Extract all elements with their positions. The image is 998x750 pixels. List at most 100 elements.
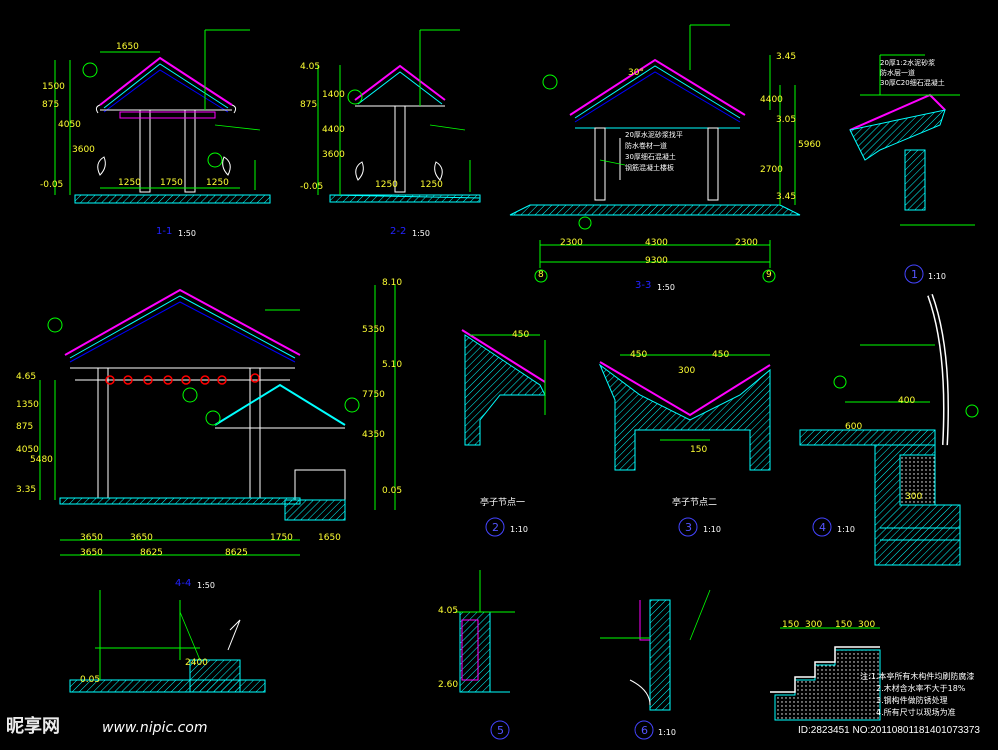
detail-2-scale: 1:10	[510, 525, 528, 534]
s3-note-1: 20厚水泥砂浆找平	[625, 131, 683, 139]
dim-s1-l4: 3600	[72, 145, 95, 155]
section-scale-2-2: 1:50	[412, 229, 430, 238]
dim-s3-axis-9: 9	[766, 270, 772, 280]
dim-s4-l4: 4050	[16, 445, 39, 455]
watermark-brand: 昵享网	[6, 716, 60, 737]
dim-d7-4: 300	[858, 620, 876, 630]
callout-1-s1	[82, 62, 98, 78]
dim-d3-4: 150	[690, 445, 708, 455]
dim-s3-b2: 4300	[645, 238, 668, 248]
dim-s2-l2: 1400	[322, 90, 345, 100]
s3-note-2: 防水卷材一道	[625, 142, 667, 150]
callout-1-s4	[47, 317, 63, 333]
lanterns	[105, 373, 260, 385]
dim-s4-l3: 875	[16, 422, 34, 432]
dim-s1-l2: 875	[42, 100, 60, 110]
section-2-2	[317, 29, 481, 203]
detail-6	[600, 599, 671, 711]
leader-lines	[179, 124, 711, 661]
dim-s3-l2: 2700	[760, 165, 783, 175]
callout-2-d4	[833, 375, 847, 389]
dim-d4-1: 400	[898, 396, 916, 406]
detail-2	[461, 329, 546, 446]
dim-s2-l5: 3600	[322, 150, 345, 160]
callout-3-s4	[205, 410, 221, 426]
detail-4-scale: 1:10	[837, 525, 855, 534]
callout-2-s4	[182, 387, 198, 403]
dim-s1-l5: -0.05	[40, 180, 64, 190]
dim-s4-b1: 3650	[80, 533, 103, 543]
dim-d2: 450	[512, 330, 530, 340]
detail-3-marker	[678, 517, 698, 537]
dim-s3-axis-8: 8	[538, 270, 544, 280]
section-1-1	[54, 29, 271, 204]
detail-6-scale: 1:10	[658, 728, 676, 737]
dim-s2-l6: -0.05	[300, 182, 324, 192]
watermark-url: www.nipic.com	[102, 720, 208, 736]
dim-d7-1: 150	[782, 620, 800, 630]
dim-s4-b2: 3650	[130, 533, 153, 543]
dim-s2-b1: 1250	[375, 180, 398, 190]
dim-s3-l3: 5960	[798, 140, 821, 150]
dim-s4-b3: 1750	[270, 533, 293, 543]
dim-d4-3: 300	[905, 492, 923, 502]
bottom-note-3: 3.钢构件做防锈处理	[876, 696, 948, 705]
section-title-2-2: 2-2	[390, 226, 407, 237]
dim-s3-angle: 30°	[628, 68, 644, 78]
dim-s4-r5: 4350	[362, 430, 385, 440]
bottom-note-1: 注:1.本亭所有木构件均刷防腐漆	[860, 672, 975, 681]
detail-2-marker	[485, 517, 505, 537]
section-scale-4-4: 1:50	[197, 581, 215, 590]
detail-7	[770, 627, 881, 721]
section-scale-1-1: 1:50	[178, 229, 196, 238]
s3-note-4: 钢筋混凝土楼板	[625, 164, 674, 172]
callout-1-s3	[542, 74, 558, 90]
dim-s4-l2: 1350	[16, 400, 39, 410]
dim-s2-b2: 1250	[420, 180, 443, 190]
dim-s4-r6: 0.05	[382, 486, 403, 496]
d1-note-2: 防水层一道	[880, 69, 915, 77]
dim-s4-b5: 3650	[80, 548, 103, 558]
bottom-note-2: 2.木材含水率不大于18%	[876, 684, 966, 693]
dim-s2-l4: 4400	[322, 125, 345, 135]
dim-s1-b1: 1250	[118, 178, 141, 188]
detail-5-id: 5	[497, 724, 504, 737]
d1-note-3: 30厚C20细石混凝土	[880, 79, 945, 87]
s3-note-3: 30厚细石混凝土	[625, 153, 676, 161]
detail-1-id: 1	[911, 268, 918, 281]
detail-1	[849, 54, 975, 226]
detail-1-scale: 1:10	[928, 272, 946, 281]
callout-1-s2	[347, 89, 363, 105]
detail-4-id: 4	[819, 521, 826, 534]
dim-s4-b6: 8625	[140, 548, 163, 558]
dim-s3-r1: 3.45	[776, 52, 797, 62]
callout-5-d4	[965, 404, 979, 418]
section-title-1-1: 1-1	[156, 226, 173, 237]
callout-7-s3	[578, 216, 592, 230]
detail-3-id: 3	[685, 521, 692, 534]
dim-s4-r4: 7750	[362, 390, 385, 400]
section-scale-3-3: 1:50	[657, 283, 675, 292]
dim-d6-3: 0.05	[80, 675, 101, 685]
dim-s3-r2: 3.05	[776, 115, 797, 125]
axis-8-marker	[534, 269, 548, 283]
detail-base	[69, 590, 266, 693]
dim-d6-2: 2.60	[438, 680, 459, 690]
dim-s4-b7: 8625	[225, 548, 248, 558]
detail-3-caption: 亭子节点二	[672, 498, 718, 508]
dim-s4-l5: 5480	[30, 455, 53, 465]
detail-4	[799, 293, 961, 566]
dim-s2-l1: 4.05	[300, 62, 321, 72]
section-title-3-3: 3-3	[635, 280, 652, 291]
detail-2-id: 2	[492, 521, 499, 534]
dim-s2-l3: 875	[300, 100, 318, 110]
dim-s4-l1: 4.65	[16, 372, 37, 382]
dim-d7-3: 150	[835, 620, 853, 630]
dim-d7-2: 300	[805, 620, 823, 630]
dim-s1-l3: 4050	[58, 120, 81, 130]
dim-s3-b3: 2300	[735, 238, 758, 248]
dim-s4-r2: 5.10	[382, 360, 403, 370]
dim-s1-top: 1650	[116, 42, 139, 52]
detail-6-marker	[634, 720, 654, 740]
